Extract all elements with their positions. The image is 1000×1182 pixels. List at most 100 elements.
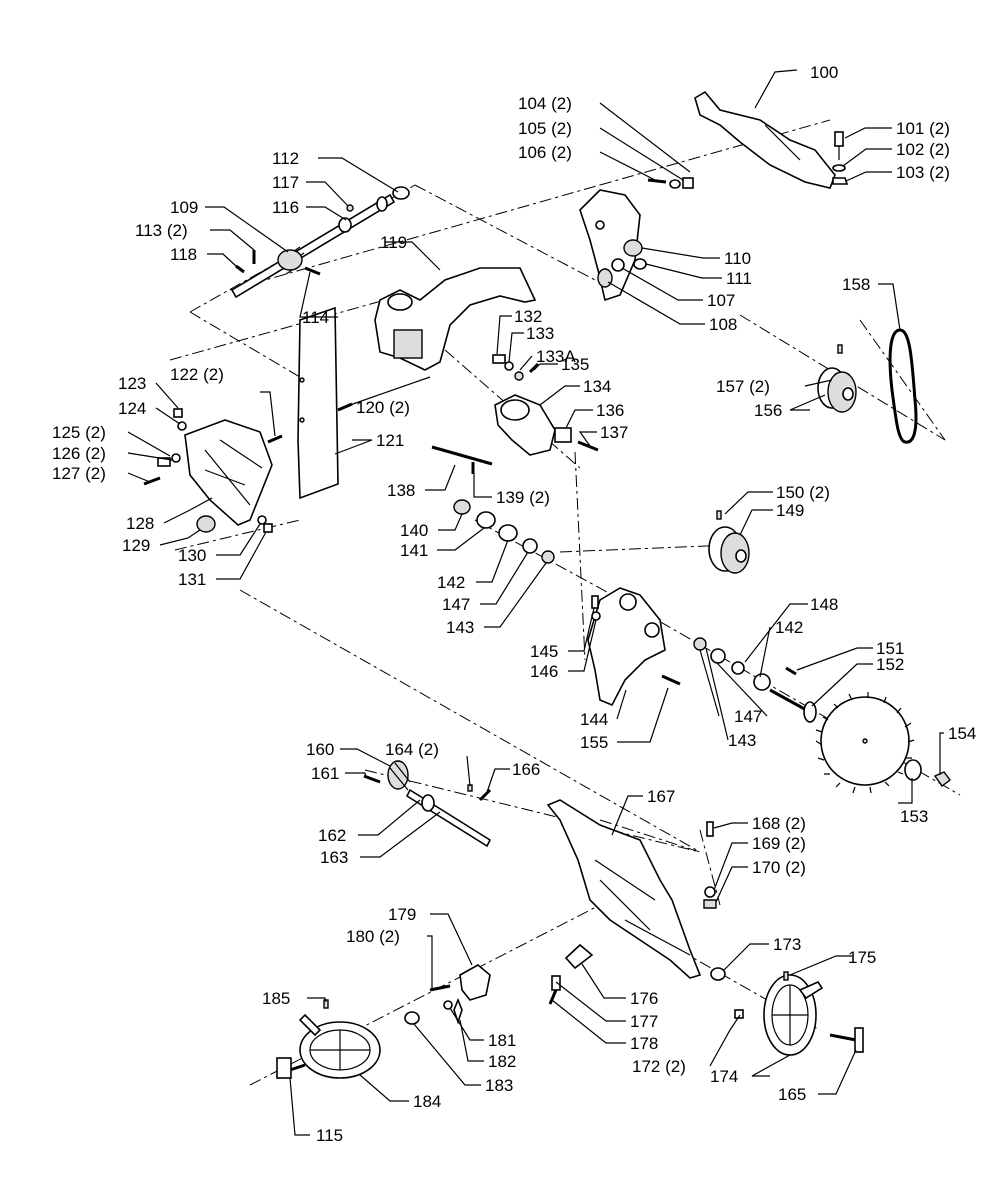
label-142a: 142: [437, 573, 465, 592]
label-165: 165: [778, 1085, 806, 1104]
label-114: 114: [302, 308, 329, 327]
label-183: 183: [485, 1076, 513, 1095]
label-119: 119: [380, 233, 407, 252]
label-160: 160: [306, 740, 334, 759]
label-138: 138: [387, 481, 415, 500]
part-177-screw: [551, 975, 561, 991]
part-128-casting: [184, 419, 273, 526]
label-163: 163: [320, 848, 348, 867]
part-118-pin: [235, 264, 245, 274]
label-142b: 142: [775, 618, 803, 637]
label-173: 173: [773, 935, 801, 954]
label-109: 109: [170, 198, 198, 217]
part-144-motor-bracket: [587, 587, 666, 707]
part-153-flange: [904, 759, 922, 781]
label-147b: 147: [734, 707, 762, 726]
part-182-pointer: [453, 997, 463, 1025]
label-143a: 143: [446, 618, 474, 637]
part-133A-nut: [514, 371, 524, 381]
label-139: 139 (2): [496, 488, 550, 507]
label-120: 120 (2): [356, 398, 410, 417]
label-156: 156: [754, 401, 782, 420]
part-130-washer: [257, 515, 267, 525]
part-142-bearing-b: [753, 673, 771, 691]
part-115-handle: [276, 1057, 306, 1079]
label-107: 107: [707, 291, 735, 310]
part-110-bearing: [623, 239, 643, 257]
label-158: 158: [842, 275, 870, 294]
label-113: 113 (2): [135, 221, 188, 240]
label-166: 166: [512, 760, 540, 779]
label-128: 128: [126, 514, 154, 533]
part-138-rod: [431, 445, 493, 466]
leader-lines: [127, 69, 944, 1136]
label-129: 129: [122, 536, 150, 555]
label-151: 151: [876, 639, 904, 658]
part-103-nut: [832, 177, 849, 185]
label-110: 110: [724, 249, 751, 268]
label-117: 117: [272, 173, 299, 192]
label-122: 122 (2): [170, 365, 224, 384]
part-143-bushing: [541, 550, 555, 564]
label-145: 145: [530, 642, 558, 661]
label-123: 123: [118, 374, 146, 393]
part-169-washer: [704, 886, 716, 898]
label-130: 130: [178, 546, 206, 565]
label-154: 154: [948, 724, 976, 743]
part-184-handwheel: [298, 1013, 381, 1079]
part-119-arm: [374, 267, 537, 371]
part-114-key: [304, 266, 321, 276]
label-102: 102 (2): [896, 140, 950, 159]
label-181: 181: [488, 1031, 516, 1050]
label-105: 105 (2): [518, 119, 572, 138]
part-labels: 100 101 (2) 102 (2) 103 (2) 104 (2) 105 …: [52, 63, 976, 1145]
part-147-ring-b: [710, 648, 726, 664]
label-162: 162: [318, 826, 346, 845]
label-133: 133: [526, 324, 554, 343]
label-111: 111: [726, 269, 752, 288]
part-126-washer: [171, 453, 181, 463]
label-184: 184: [413, 1092, 441, 1111]
part-133-washer: [504, 361, 514, 371]
part-108-bushing: [597, 268, 613, 288]
part-175-setscrew: [783, 971, 789, 981]
label-182: 182: [488, 1052, 516, 1071]
part-131-screw: [263, 523, 273, 533]
part-117-ball: [346, 204, 354, 212]
part-109-worm-shaft: [230, 193, 396, 299]
part-148-ring: [731, 661, 745, 675]
part-176-lock-lever: [564, 943, 594, 970]
label-170: 170 (2): [752, 858, 806, 877]
part-172-screw: [734, 1009, 744, 1019]
part-156-pulley: [817, 367, 857, 413]
label-137: 137: [600, 423, 628, 442]
label-131: 131: [178, 570, 206, 589]
label-149: 149: [776, 501, 804, 520]
label-161: 161: [311, 764, 339, 783]
part-100-top-bracket: [694, 90, 836, 189]
part-123-screw: [173, 408, 183, 418]
label-146: 146: [530, 662, 558, 681]
label-126: 126 (2): [52, 444, 106, 463]
label-124: 124: [118, 399, 146, 418]
label-112: 112: [272, 149, 299, 168]
label-143b: 143: [728, 731, 756, 750]
part-166-key: [478, 788, 492, 802]
part-122-pin: [267, 434, 283, 444]
label-116: 116: [272, 198, 299, 217]
part-141-bearing: [476, 511, 496, 529]
label-179: 179: [388, 905, 416, 924]
part-132-bolt: [492, 354, 506, 364]
part-136-sleeve: [554, 427, 572, 443]
part-158-belt: [888, 328, 918, 444]
part-170-nut: [703, 899, 717, 909]
part-165-handle: [829, 1027, 864, 1053]
part-178-bolt: [548, 989, 558, 1005]
label-132: 132: [514, 307, 542, 326]
part-173-washer: [710, 967, 726, 981]
label-175: 175: [848, 948, 876, 967]
label-169: 169 (2): [752, 834, 806, 853]
part-101-bolt: [834, 131, 844, 160]
part-157-setscrew: [837, 344, 843, 354]
